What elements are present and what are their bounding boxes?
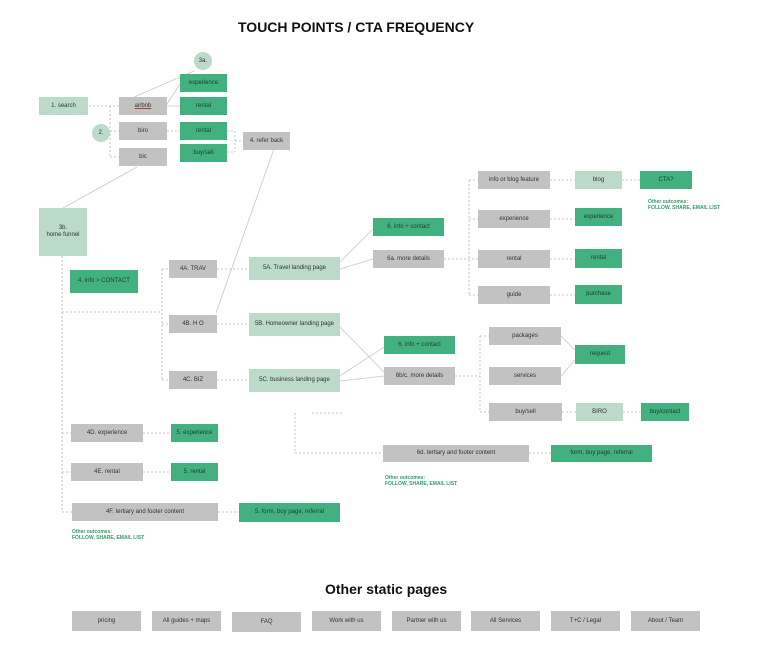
buysell-bottom-node[interactable]: buy/sell bbox=[489, 403, 562, 421]
rental-biro-node[interactable]: rental bbox=[180, 122, 227, 140]
business-landing-node[interactable]: 5C. business landing page bbox=[249, 369, 340, 392]
outcomes-bottom-left: Other outcomes: FOLLOW, SHARE, EMAIL LIS… bbox=[72, 529, 144, 541]
tertiary-4f-node[interactable]: 4F. tertiary and footer content bbox=[72, 503, 218, 521]
home-funnel-label: home funnel bbox=[46, 232, 80, 238]
static-page-guides-maps[interactable]: All guides + maps bbox=[152, 611, 221, 631]
info-contact-6b-node[interactable]: 6. info + contact bbox=[384, 336, 455, 354]
airbnb-label: airbnb bbox=[134, 102, 152, 109]
travel-landing-node[interactable]: 5A. Travel landing page bbox=[249, 257, 340, 280]
buy-contact-node[interactable]: buy/contact bbox=[641, 403, 689, 421]
static-page-partner-with-us[interactable]: Partner with us bbox=[392, 611, 461, 631]
static-pages-title: Other static pages bbox=[325, 581, 448, 597]
blog-node[interactable]: blog bbox=[575, 171, 622, 189]
outcomes-label: Other outcomes: bbox=[648, 199, 689, 205]
ho-4b-node[interactable]: 4B. H O bbox=[169, 315, 217, 333]
more-details-6bc-node[interactable]: 6b/c. more details bbox=[384, 367, 455, 385]
biro-bottom-node[interactable]: BIRO bbox=[576, 403, 623, 421]
experience-top-node[interactable]: experience bbox=[180, 74, 227, 92]
outcomes-items: FOLLOW, SHARE, EMAIL LIST bbox=[385, 481, 458, 487]
buysell-biro-node[interactable]: buy/sell bbox=[180, 144, 227, 162]
outcomes-top-right: Other outcomes: FOLLOW, SHARE, EMAIL LIS… bbox=[648, 199, 720, 211]
experience-mid-node[interactable]: experience bbox=[478, 210, 550, 228]
static-page-about-team[interactable]: About / Team bbox=[631, 611, 700, 631]
packages-node[interactable]: packages bbox=[489, 327, 561, 345]
static-page-pricing[interactable]: pricing bbox=[72, 611, 141, 631]
page-title: TOUCH POINTS / CTA FREQUENCY bbox=[238, 19, 475, 35]
cta-node[interactable]: CTA? bbox=[640, 171, 692, 189]
static-page-work-with-us[interactable]: Work with us bbox=[312, 611, 381, 631]
static-page-faq[interactable]: FAQ bbox=[232, 612, 301, 632]
outcomes-label: Other outcomes: bbox=[72, 529, 113, 535]
static-page-all-services[interactable]: All Services bbox=[471, 611, 540, 631]
request-node[interactable]: request bbox=[575, 345, 625, 364]
purchase-node[interactable]: purchase bbox=[575, 285, 622, 304]
trav-4a-node[interactable]: 4A. TRAV bbox=[169, 260, 217, 278]
step-3a-marker: 3a. bbox=[194, 52, 212, 70]
bic-node[interactable]: bic bbox=[119, 148, 167, 166]
refer-back-node[interactable]: 4. refer back bbox=[243, 132, 290, 150]
form-buy-6-node[interactable]: form, buy page, referral bbox=[551, 445, 652, 462]
more-details-6a-node[interactable]: 6a. more details bbox=[373, 250, 444, 268]
home-funnel-step: 3b. bbox=[58, 225, 68, 231]
search-node[interactable]: 1. search bbox=[39, 97, 88, 115]
rental-top-node[interactable]: rental bbox=[180, 97, 227, 115]
form-buy-5-node[interactable]: 5. form, buy page, referral bbox=[239, 503, 340, 522]
airbnb-node[interactable]: airbnb bbox=[119, 97, 167, 115]
rental-mid-node[interactable]: rental bbox=[478, 250, 550, 268]
tertiary-6d-node[interactable]: 6d. tertiary and footer content bbox=[383, 445, 529, 462]
rental-mid-green-node[interactable]: rental bbox=[575, 249, 622, 268]
homeowner-landing-node[interactable]: 5B. Homeowner landing page bbox=[249, 313, 340, 336]
biz-4c-node[interactable]: 4C. BIZ bbox=[169, 371, 217, 389]
static-page-terms-legal[interactable]: T+C / Legal bbox=[551, 611, 620, 631]
outcomes-bottom-middle: Other outcomes: FOLLOW, SHARE, EMAIL LIS… bbox=[385, 475, 457, 487]
home-funnel-node[interactable]: 3b. home funnel bbox=[39, 208, 87, 256]
outcomes-items: FOLLOW, SHARE, EMAIL LIST bbox=[72, 535, 145, 541]
info-contact-4-node[interactable]: 4. info > CONTACT bbox=[70, 270, 138, 293]
rental-4e-node[interactable]: 4E. rental bbox=[71, 463, 143, 481]
step-2-marker: 2. bbox=[92, 124, 110, 142]
biro-node[interactable]: biro bbox=[119, 122, 167, 140]
guide-node[interactable]: guide bbox=[478, 286, 550, 304]
info-blog-node[interactable]: info or blog feature bbox=[478, 171, 550, 189]
outcomes-label: Other outcomes: bbox=[385, 475, 426, 481]
outcomes-items: FOLLOW, SHARE, EMAIL LIST bbox=[648, 205, 721, 211]
experience-5-node[interactable]: 5. experience bbox=[171, 424, 218, 442]
experience-4d-node[interactable]: 4D. experience bbox=[71, 424, 143, 442]
info-contact-6-node[interactable]: 6. info + contact bbox=[373, 218, 444, 236]
experience-mid-green-node[interactable]: experience bbox=[575, 208, 622, 226]
rental-5-node[interactable]: 5. rental bbox=[171, 463, 218, 481]
services-node[interactable]: services bbox=[489, 367, 561, 385]
